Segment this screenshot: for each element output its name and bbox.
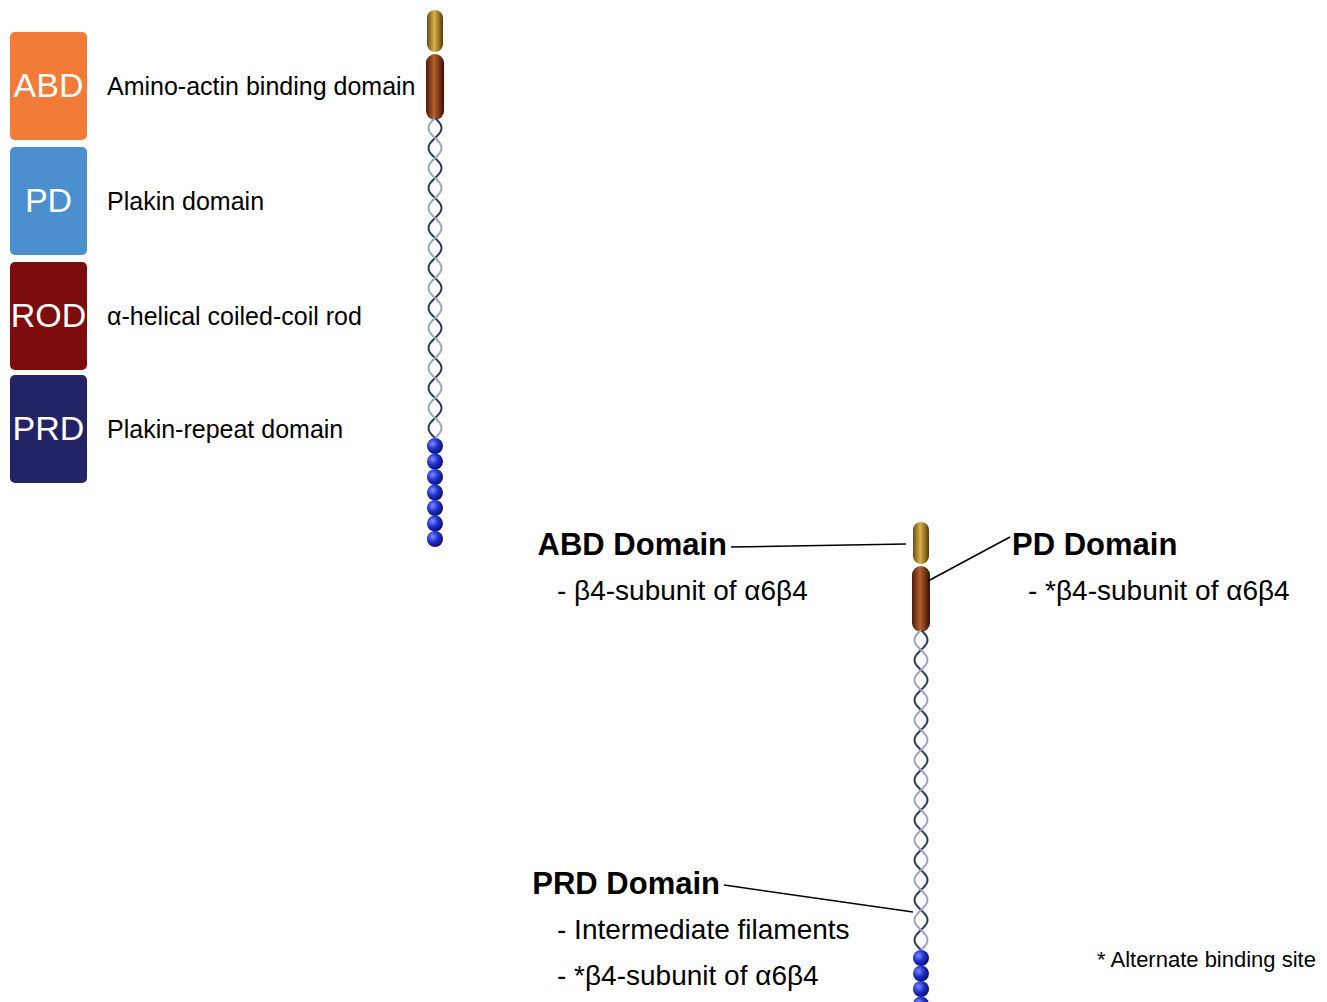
swatch-abbreviation: ABD <box>10 66 87 105</box>
plectin-molecule <box>912 522 930 1002</box>
legend-text: α-helical coiled-coil rod <box>107 302 362 331</box>
callout-heading: PRD Domain <box>532 866 720 902</box>
plectin-molecule <box>426 10 444 547</box>
callout-text: - β4-subunit of α6β4 <box>557 575 808 607</box>
callout-heading: ABD Domain <box>538 527 727 563</box>
legend-text: Plakin-repeat domain <box>107 415 343 444</box>
swatch-abbreviation: PRD <box>10 409 87 448</box>
callout-text: - *β4-subunit of α6β4 <box>557 960 819 992</box>
swatch-abbreviation: PD <box>10 181 87 220</box>
legend-text: Plakin domain <box>107 187 264 216</box>
callout-heading: PD Domain <box>1012 527 1177 563</box>
callout-text: * Alternate binding site <box>1097 947 1316 972</box>
legend-text: Amino-actin binding domain <box>107 72 416 101</box>
callout-text: - *β4-subunit of α6β4 <box>1028 575 1290 607</box>
swatch-abbreviation: ROD <box>10 296 87 335</box>
callout-text: - Intermediate filaments <box>557 914 850 946</box>
